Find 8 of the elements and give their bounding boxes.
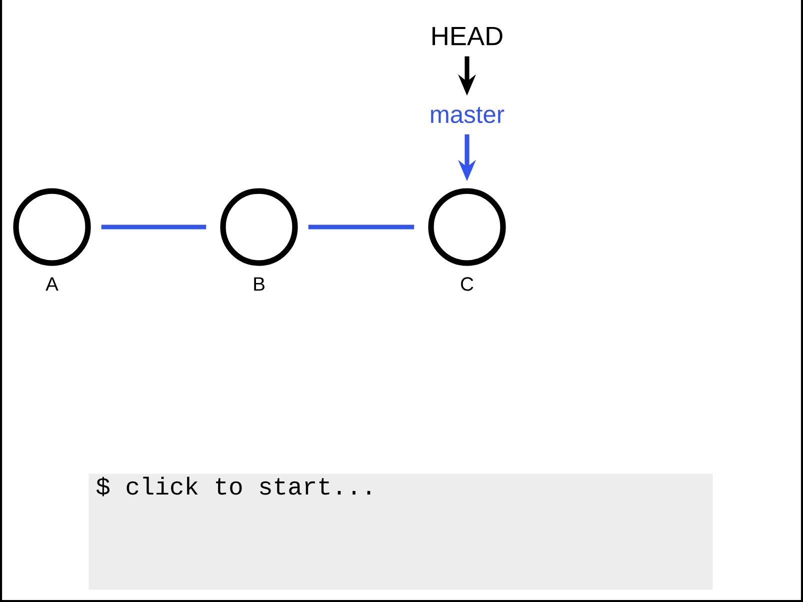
branch-label: master [431, 106, 504, 124]
terminal-box: $ click to start... [88, 474, 713, 590]
commit-label: C [461, 277, 474, 291]
pointer-label: HEAD [432, 26, 502, 46]
connector-line [308, 224, 414, 230]
commit-label: A [46, 277, 58, 291]
commit-label: B [254, 277, 264, 291]
connector-line [101, 224, 206, 230]
